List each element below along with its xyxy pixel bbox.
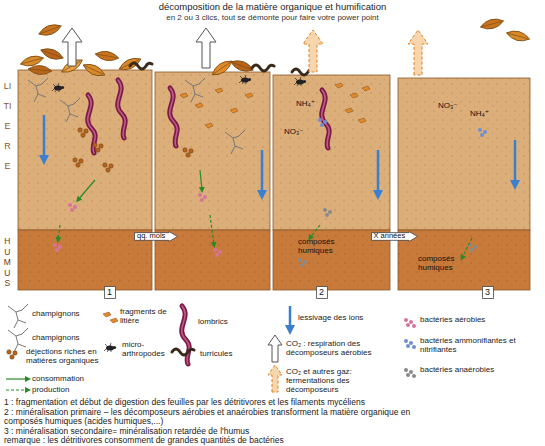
legend-text: production (32, 386, 69, 395)
stage-number: 1 (104, 286, 116, 299)
note: 2 : minéralisation primaire – les décomp… (4, 408, 444, 427)
ion-label: NO₃⁻ (438, 102, 457, 111)
ion-label: NO₃⁻ (284, 128, 303, 137)
legend-text: CO₂ et autres gaz: fermentations des déc… (286, 368, 394, 395)
callout-number: 1 (104, 286, 116, 297)
legend-text: micro-arthropodes (122, 341, 174, 359)
legend-swatch (404, 318, 408, 322)
legend-text: bactéries ammonifiantes et nitrifiantes (420, 337, 530, 355)
legend-text: lombrics (198, 318, 228, 327)
layer-name: HUMUS (3, 236, 12, 289)
legend-text: consommation (32, 375, 84, 384)
time-arrow: qq. mois (134, 231, 178, 242)
legend-text: champignons (32, 310, 80, 319)
callout-number: 2 (316, 286, 328, 297)
time-arrow: X années (371, 231, 418, 242)
callout-number: 3 (482, 286, 494, 297)
note: remarque : les détritivores consomment d… (4, 436, 542, 446)
legend-text: lessivage des ions (298, 314, 363, 323)
ion-label: NH₄⁺ (296, 100, 315, 109)
legend-swatch (404, 368, 408, 372)
legend-text: champignons (32, 334, 80, 343)
ion-label: NH₄⁺ (470, 110, 489, 119)
legend-text: fragments de litière (120, 308, 172, 326)
compound-label: composés humiques (298, 238, 358, 256)
stage-number: 2 (316, 286, 328, 299)
legend-swatch (404, 339, 408, 343)
legend-text: bactéries anaérobies (420, 366, 494, 375)
duration-label: qq. mois (134, 231, 178, 240)
subtitle: en 2 ou 3 clics, tout se démonte pour fa… (0, 14, 545, 23)
layer-name: LITIERE (3, 76, 12, 176)
duration-label: X années (371, 231, 418, 240)
legend-text: déjections riches en matières organiques (26, 348, 102, 366)
note: 1 : fragmentation et début de digestion … (4, 398, 542, 408)
note: 3 : minéralisation secondaire= minéralis… (4, 427, 542, 437)
legend-text: turricules (200, 350, 232, 359)
compound-label: composés humiques (418, 255, 478, 273)
diagram-title: décomposition de la matière organique et… (0, 2, 545, 13)
stage-number: 3 (482, 286, 494, 299)
legend-text: bactéries aérobies (420, 316, 485, 325)
legend-text: CO₂ : respiration des décomposeurs aérob… (286, 340, 394, 358)
